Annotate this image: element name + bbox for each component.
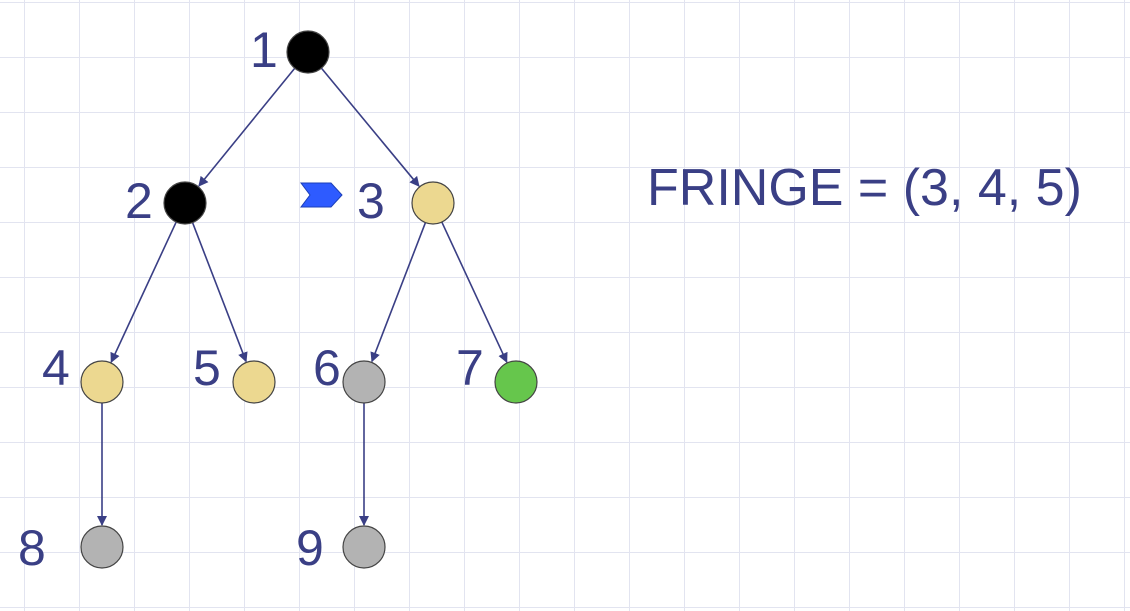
node-9-circle bbox=[342, 525, 386, 569]
node-2-label: 2 bbox=[125, 173, 153, 229]
node-4-circle bbox=[80, 360, 124, 404]
marker-layer bbox=[300, 182, 343, 208]
edge-1-to-2 bbox=[198, 67, 296, 187]
current-node-pointer-icon bbox=[300, 182, 343, 208]
node-7-circle bbox=[494, 360, 538, 404]
node-1-label: 1 bbox=[250, 22, 278, 78]
node-1-circle bbox=[286, 30, 330, 74]
node-8-label: 8 bbox=[18, 520, 46, 576]
node-5-label: 5 bbox=[193, 340, 221, 396]
edge-2-to-4 bbox=[110, 221, 177, 363]
edge-3-to-7 bbox=[441, 221, 508, 363]
node-6-label: 6 bbox=[313, 340, 341, 396]
node-2-circle bbox=[163, 181, 207, 225]
node-9-label: 9 bbox=[296, 520, 324, 576]
node-7-label: 7 bbox=[456, 340, 484, 396]
edge-1-to-3 bbox=[320, 67, 420, 187]
node-6-circle bbox=[342, 360, 386, 404]
node-3-label: 3 bbox=[357, 173, 385, 229]
node-8-circle bbox=[80, 525, 124, 569]
node-3-circle bbox=[411, 181, 455, 225]
nodes-layer bbox=[80, 30, 538, 569]
edge-2-to-5 bbox=[191, 222, 248, 363]
node-4-label: 4 bbox=[42, 340, 70, 396]
edges-layer bbox=[97, 67, 508, 526]
edge-3-to-6 bbox=[370, 222, 427, 363]
labels-layer: 1 2 3 4 5 6 7 8 9 bbox=[18, 22, 484, 576]
node-5-circle bbox=[232, 360, 276, 404]
fringe-label: FRINGE = (3, 4, 5) bbox=[647, 159, 1082, 217]
